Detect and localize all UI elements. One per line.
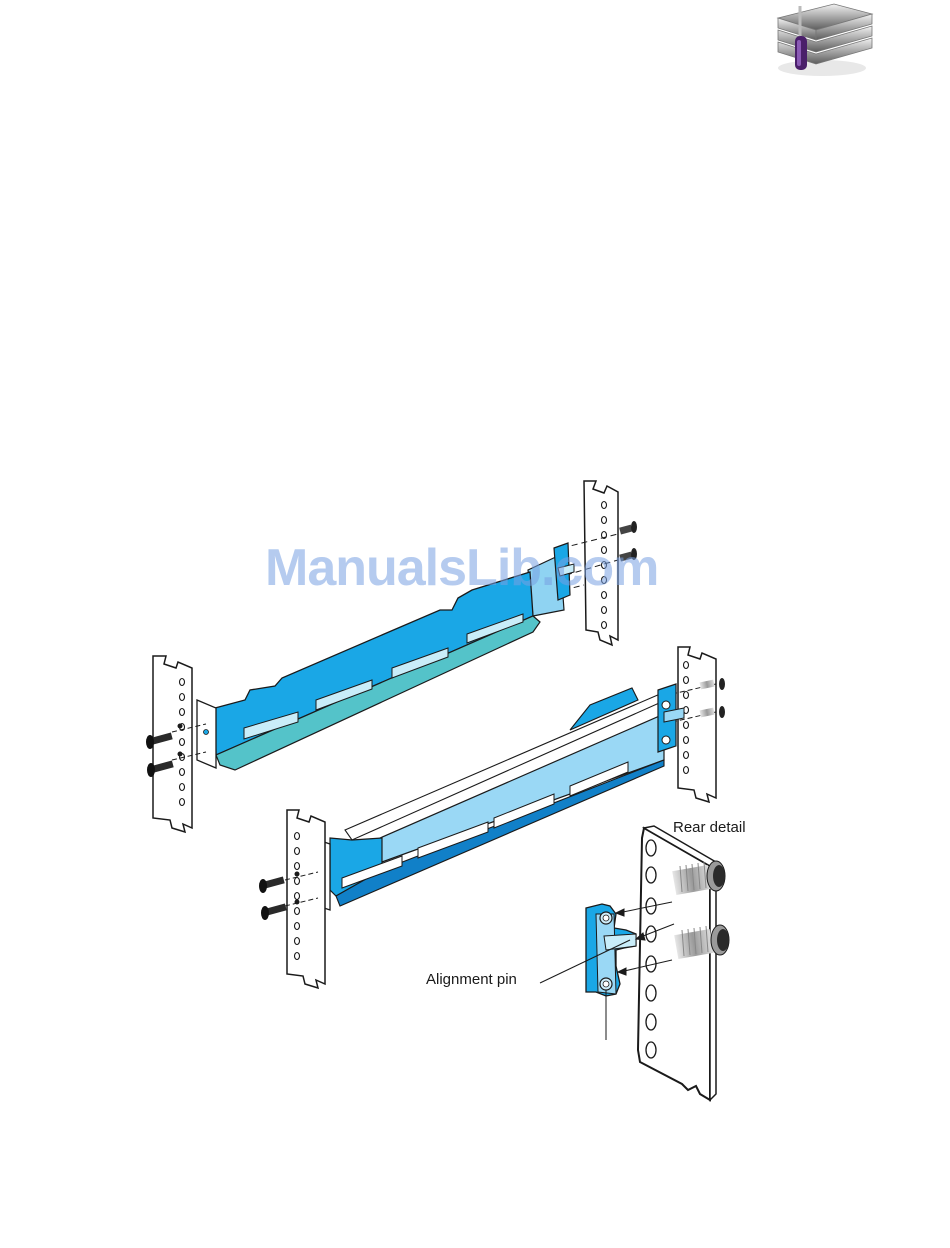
rear-detail-label: Rear detail	[673, 819, 746, 836]
rack-post-lower-left	[287, 810, 325, 988]
rack-post-left	[153, 656, 192, 832]
server-stack-screwdriver-icon	[778, 4, 872, 76]
lower-rail	[312, 684, 684, 910]
rear-detail-screw-1	[672, 861, 725, 895]
watermark-text: ManualsLib.com	[265, 538, 705, 598]
alignment-pin-label: Alignment pin	[426, 971, 517, 988]
alignment-bracket	[586, 904, 636, 996]
rack-post-right-middle	[678, 647, 716, 802]
